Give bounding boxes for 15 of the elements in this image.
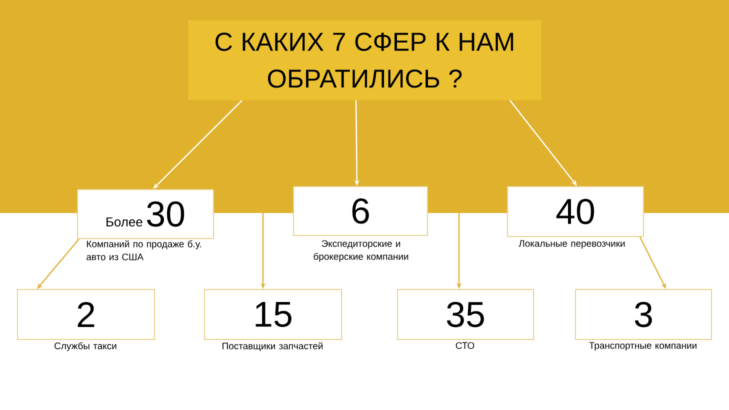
number-box: 6 xyxy=(293,186,428,236)
arrow xyxy=(153,100,242,189)
node-label: Транспортные компании xyxy=(589,342,696,351)
number-box: 35 xyxy=(397,289,534,340)
node-label: СТО xyxy=(456,342,474,349)
number-box: 2 xyxy=(17,289,155,340)
number-box: 40 xyxy=(507,186,644,237)
number-box: 3 xyxy=(575,289,712,340)
title-box: С КАКИХ 7 СФЕР К НАМ ОБРАТИЛИСЬ ? xyxy=(188,20,542,100)
node-label: Локальные перевозчики xyxy=(518,240,625,249)
node-label: Поставщики запчастей xyxy=(222,342,323,352)
node-label: Экспедиторские и брокерские компании xyxy=(314,240,408,262)
number-box: 15 xyxy=(204,289,342,340)
node-label: Компаний по продаже б.у. авто из США xyxy=(86,240,201,260)
node-label: Службы такси xyxy=(54,342,116,352)
